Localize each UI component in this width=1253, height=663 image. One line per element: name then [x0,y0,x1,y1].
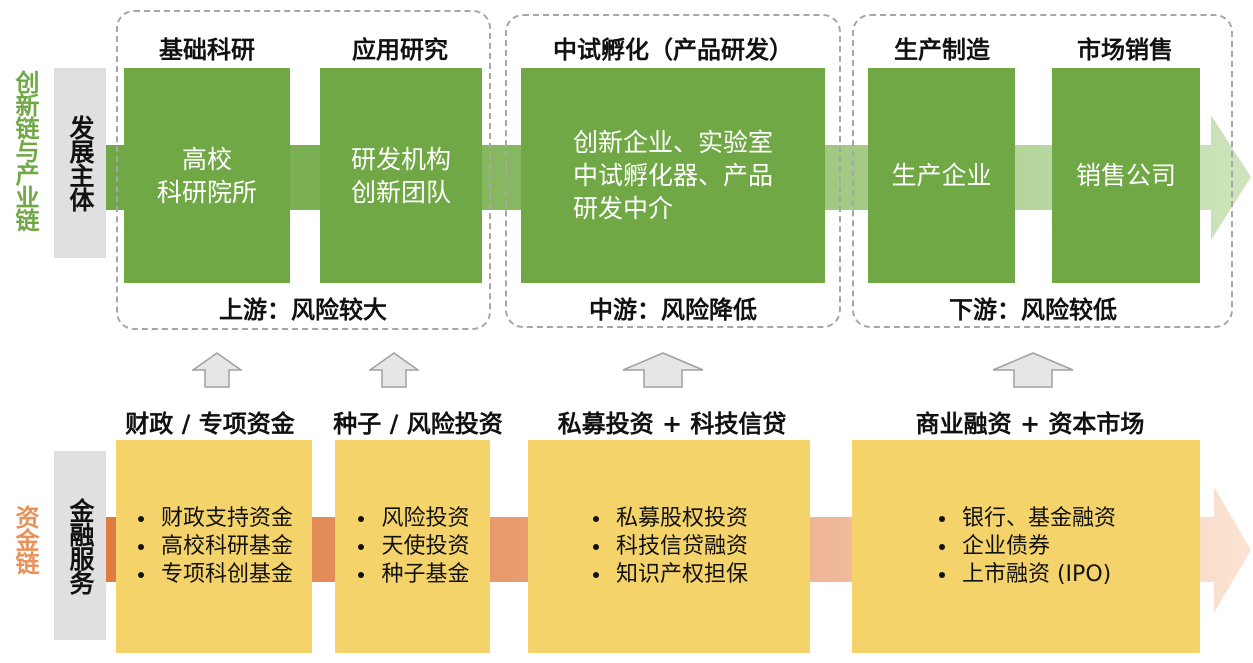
financial-service-box: 金融服务 [54,451,106,640]
innovation-chain-label: 创新链与产业链 [11,70,39,231]
finance-item: 私募股权投资 [612,505,748,533]
finance-box: 银行、基金融资 企业债券 上市融资 (IPO) [852,440,1200,653]
capital-chain-label: 资金链 [11,505,39,574]
midstream-caption: 中游：风险降低 [589,296,757,324]
downstream-caption: 下游：风险较低 [949,296,1117,324]
stage-box: 销售公司 [1052,68,1200,283]
upstream-group [116,10,491,330]
finance-header: 财政 / 专项资金 [125,410,295,438]
finance-item: 企业债券 [958,533,1116,561]
up-arrow-icon [369,352,419,388]
finance-header: 私募投资 + 科技信贷 [557,410,787,438]
finance-item: 银行、基金融资 [958,505,1116,533]
upstream-caption: 上游：风险较大 [219,296,387,324]
finance-item: 财政支持资金 [157,505,293,533]
finance-item: 科技信贷融资 [612,533,748,561]
development-subject-label: 发展主体 [66,115,95,211]
stage-header: 应用研究 [352,36,448,64]
stage-box: 研发机构 创新团队 [320,68,482,283]
finance-item: 天使投资 [377,533,469,561]
downstream-group [852,14,1233,328]
finance-item: 专项科创基金 [157,561,293,589]
finance-box: 私募股权投资 科技信贷融资 知识产权担保 [528,440,810,653]
finance-item: 上市融资 (IPO) [958,561,1116,589]
up-arrow-icon [622,352,704,388]
up-arrow-icon [992,352,1074,388]
stage-header: 基础科研 [159,36,255,64]
stage-box: 高校 科研院所 [124,68,290,283]
finance-box: 财政支持资金 高校科研基金 专项科创基金 [116,440,312,653]
midstream-group [505,14,841,328]
stage-box: 生产企业 [868,68,1015,283]
finance-item: 风险投资 [377,505,469,533]
finance-box: 风险投资 天使投资 种子基金 [335,440,490,653]
stage-header: 中试孵化（产品研发） [553,36,793,64]
development-subject-box: 发展主体 [54,68,106,258]
finance-item: 种子基金 [377,561,469,589]
stage-header: 市场销售 [1077,36,1173,64]
stage-header: 生产制造 [894,36,990,64]
finance-item: 知识产权担保 [612,561,748,589]
stage-box: 创新企业、实验室 中试孵化器、产品 研发中介 [521,68,825,283]
financial-service-label: 金融服务 [66,497,95,594]
up-arrow-icon [192,352,242,388]
finance-item: 高校科研基金 [157,533,293,561]
finance-header: 种子 / 风险投资 [333,410,503,438]
finance-header: 商业融资 + 资本市场 [915,410,1145,438]
